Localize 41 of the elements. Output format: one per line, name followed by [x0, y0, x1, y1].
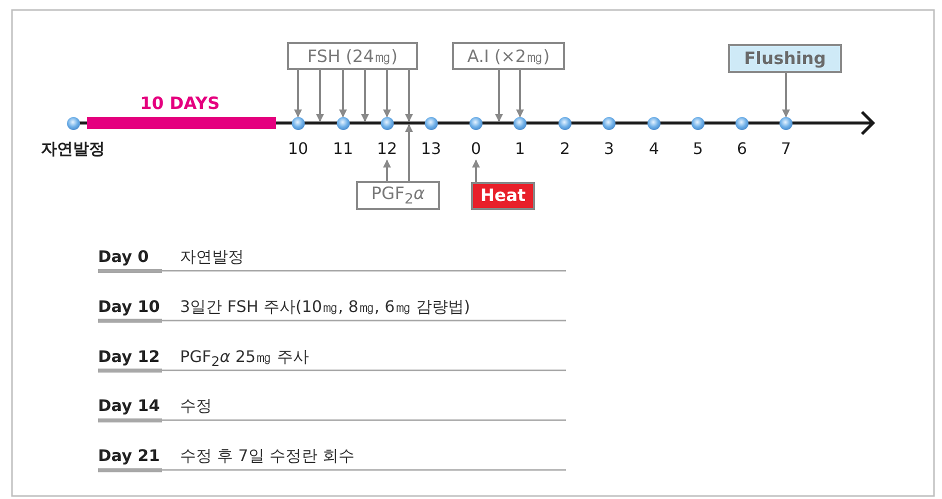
event-label: 자연발정	[41, 138, 105, 160]
step-description: 수정 후 7일 수정란 회수	[180, 446, 355, 468]
day-number: 0	[470, 138, 482, 158]
arrow	[405, 70, 413, 122]
day-number: 10	[288, 138, 308, 158]
arrow	[383, 70, 391, 118]
day-number: 12	[376, 138, 398, 158]
flushing-box: Flushing	[728, 44, 842, 73]
day-heading: Day 0	[98, 247, 149, 266]
arrow	[782, 73, 790, 118]
insemination-box: A.I (×2㎎)	[452, 42, 565, 70]
arrow	[495, 70, 503, 122]
arrow	[383, 160, 391, 181]
day-number: 3	[604, 138, 614, 158]
heat-box: Heat	[471, 182, 535, 210]
day-heading: Day 21	[98, 446, 160, 466]
day-number: 7	[780, 138, 792, 158]
arrow	[472, 160, 480, 182]
arrow	[294, 70, 302, 118]
arrow	[339, 70, 347, 118]
step-description: 3일간 FSH 주사(10㎎, 8㎎, 6㎎ 감량법)	[180, 296, 470, 318]
arrow	[516, 70, 524, 118]
injection-box: PGF$_{2}$α	[356, 181, 440, 210]
step-description: 자연발정	[180, 247, 244, 268]
day-number: 5	[692, 138, 704, 158]
day-number: 2	[560, 138, 570, 158]
arrow	[405, 124, 413, 181]
arrow	[361, 70, 369, 122]
day-number: 1	[514, 138, 526, 158]
day-number: 6	[736, 138, 748, 158]
step-description: PGF$_{2}$α 25㎎ 주사	[180, 346, 309, 370]
arrow	[316, 70, 324, 122]
day-heading: Day 12	[98, 346, 160, 366]
day-number: 13	[420, 138, 442, 158]
day-number: 4	[648, 138, 660, 158]
injection-box: FSH (24㎎)	[287, 42, 418, 70]
day-number: 11	[332, 138, 354, 158]
day-heading: Day 14	[98, 396, 160, 416]
day-heading: Day 10	[98, 296, 160, 316]
duration-label: 10 DAYS	[140, 94, 220, 114]
step-description: 수정	[180, 396, 212, 418]
